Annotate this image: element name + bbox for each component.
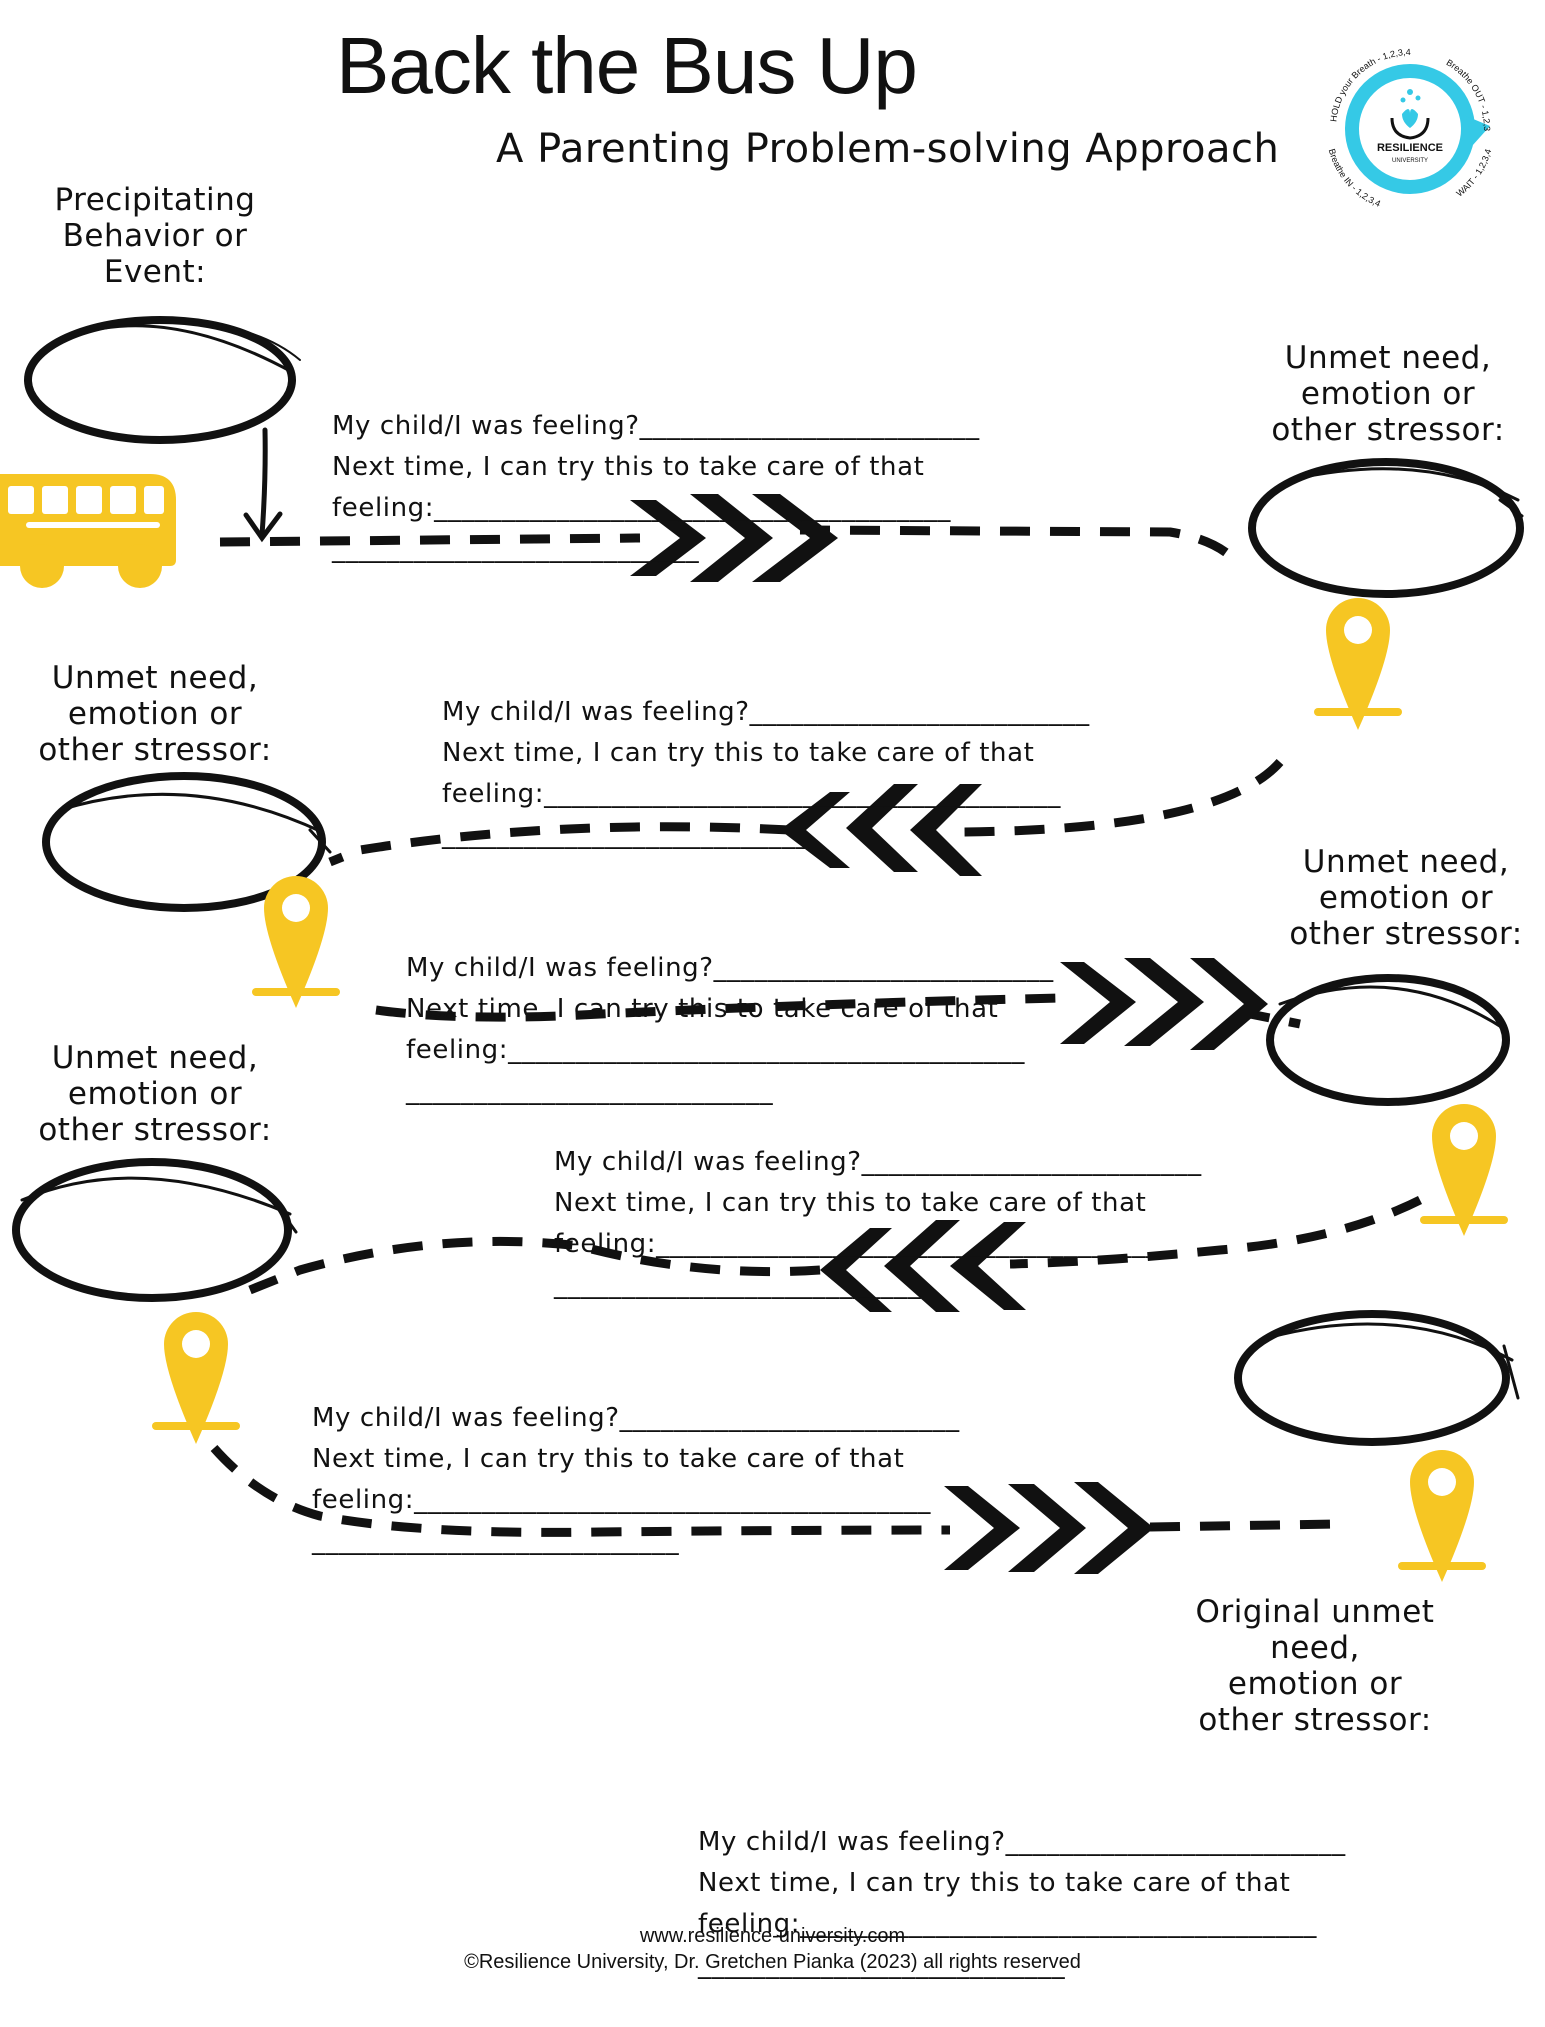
heart-icon <box>1400 89 1421 128</box>
feeling-prompt-2: My child/I was feeling?_________________… <box>442 697 1090 850</box>
feeling-prompt-3: My child/I was feeling?_________________… <box>406 953 1054 1106</box>
hands-icon <box>1390 117 1430 140</box>
svg-text:RESILIENCE: RESILIENCE <box>1377 142 1443 154</box>
feeling-prompt-1: My child/I was feeling?_________________… <box>332 411 980 564</box>
footer-url: www.resilience-university.com <box>639 1925 906 1947</box>
page-subtitle: A Parenting Problem-solving Approach <box>496 126 1280 172</box>
location-pin-icon <box>1398 1450 1486 1582</box>
oval-need-4 <box>12 1158 298 1302</box>
oval-final <box>1234 1310 1520 1446</box>
feeling-prompt-4: My child/I was feeling?_________________… <box>554 1147 1202 1300</box>
feeling-prompt-6: My child/I was feeling?_________________… <box>698 1827 1346 1980</box>
chevrons-right-1 <box>630 494 838 582</box>
chevrons-left-2 <box>780 784 982 876</box>
bus-icon <box>0 474 176 588</box>
resilience-university-logo: RESILIENCE UNIVERSITY HOLD your Breath -… <box>1290 34 1493 209</box>
down-arrow <box>243 427 283 543</box>
page-title: Back the Bus Up <box>336 21 918 110</box>
oval-need-1 <box>1248 458 1524 598</box>
location-pin-icon <box>1420 1104 1508 1236</box>
location-pin-icon <box>1314 598 1402 730</box>
feeling-prompt-5: My child/I was feeling?_________________… <box>312 1403 960 1556</box>
oval-need-2 <box>42 772 332 912</box>
location-pin-icon <box>152 1312 240 1444</box>
chevrons-right-3 <box>1060 958 1268 1050</box>
footer-copyright: ©Resilience University, Dr. Gretchen Pia… <box>464 1951 1081 1973</box>
svg-text:UNIVERSITY: UNIVERSITY <box>1392 158 1428 164</box>
oval-start <box>24 316 301 444</box>
dashed-path-2 <box>328 758 1284 867</box>
location-pin-icon <box>252 876 340 1008</box>
oval-need-3 <box>1266 974 1510 1106</box>
chevrons-right-5 <box>944 1482 1154 1574</box>
dashed-path-4 <box>248 1195 1423 1295</box>
dashed-path-1 <box>219 525 1244 569</box>
chevrons-left-4 <box>820 1220 1026 1312</box>
dashed-path-5 <box>210 1445 1341 1537</box>
